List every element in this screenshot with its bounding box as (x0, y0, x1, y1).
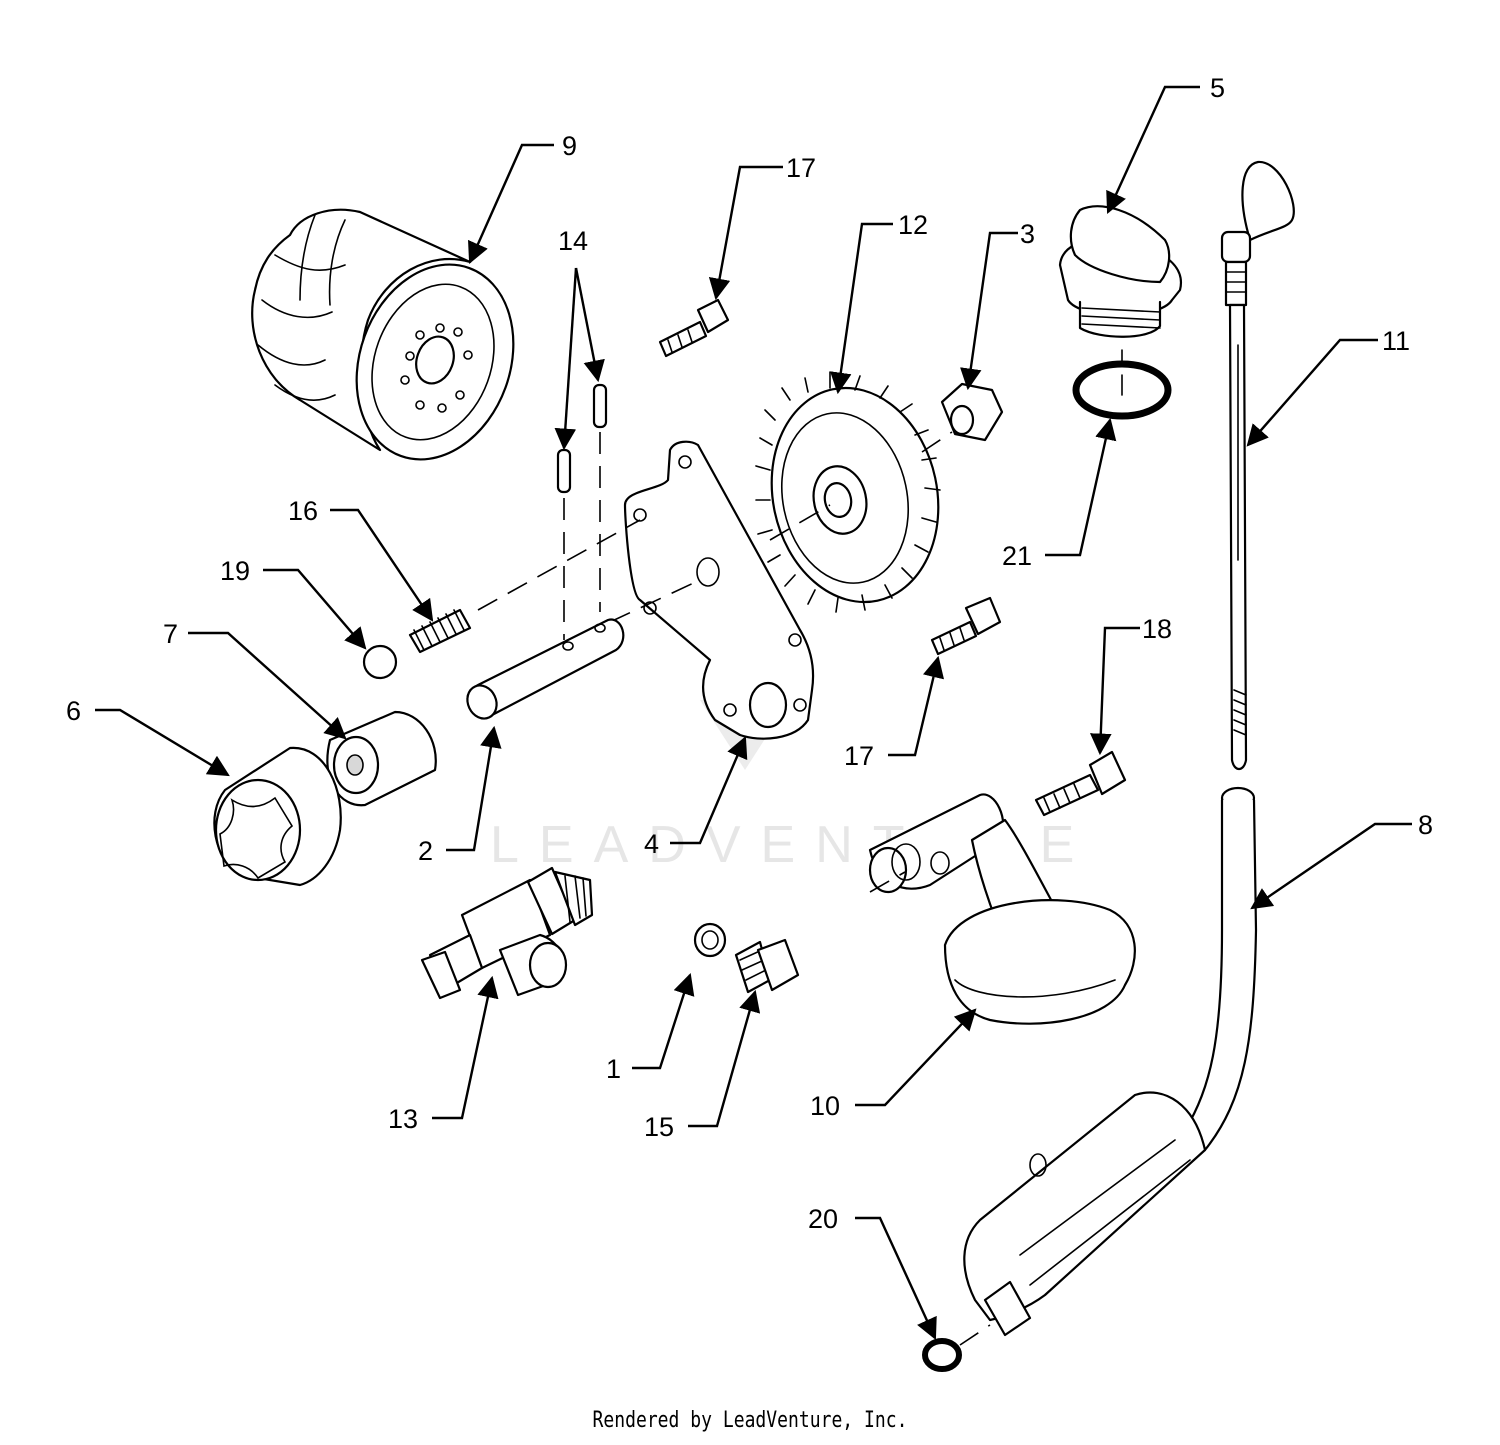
callout-2[interactable]: 2 (418, 836, 433, 866)
callout-17-upper[interactable]: 17 (786, 153, 816, 183)
part-bolt-lower[interactable] (930, 596, 1002, 656)
part-check-ball[interactable] (362, 644, 398, 680)
callout-12[interactable]: 12 (898, 210, 928, 240)
callout-20[interactable]: 20 (808, 1204, 838, 1234)
callout-14[interactable]: 14 (558, 226, 588, 256)
part-inner-rotor[interactable] (326, 710, 437, 807)
callout-6[interactable]: 6 (66, 696, 81, 726)
part-o-ring-cap[interactable] (1072, 360, 1172, 420)
callout-3[interactable]: 3 (1020, 219, 1035, 249)
callout-19[interactable]: 19 (220, 556, 250, 586)
part-pressure-fitting[interactable] (420, 866, 594, 1000)
part-pump-cover[interactable] (477, 440, 815, 740)
part-oil-filter[interactable] (251, 208, 539, 482)
callout-18[interactable]: 18 (1142, 614, 1172, 644)
part-outer-housing[interactable] (213, 746, 342, 887)
part-o-ring-tube[interactable] (922, 1324, 991, 1372)
part-dipstick[interactable] (1220, 160, 1295, 771)
callout-leaders (95, 85, 1412, 1340)
part-washer[interactable] (693, 922, 727, 958)
callout-16[interactable]: 16 (288, 496, 318, 526)
callout-15[interactable]: 15 (644, 1112, 674, 1142)
part-oil-fill-cap[interactable] (1058, 205, 1183, 366)
callout-7[interactable]: 7 (163, 619, 178, 649)
callout-9[interactable]: 9 (562, 131, 577, 161)
callout-8[interactable]: 8 (1418, 810, 1433, 840)
footer-credit: Rendered by LeadVenture, Inc. (592, 1408, 908, 1433)
part-pins[interactable] (556, 383, 608, 640)
callout-numbers: 1 2 3 4 5 6 7 8 9 10 11 12 13 14 15 16 1… (66, 73, 1433, 1234)
part-gear[interactable] (752, 371, 957, 618)
part-bolt-upper[interactable] (658, 298, 730, 358)
part-drain-plug[interactable] (734, 938, 800, 994)
callout-5[interactable]: 5 (1210, 73, 1225, 103)
callout-1[interactable]: 1 (606, 1054, 621, 1084)
callout-13[interactable]: 13 (388, 1104, 418, 1134)
part-nut[interactable] (921, 382, 1004, 453)
callout-11[interactable]: 11 (1382, 326, 1410, 356)
callout-10[interactable]: 10 (810, 1091, 840, 1121)
part-bolt-pickup[interactable] (1034, 750, 1127, 817)
callout-21[interactable]: 21 (1002, 541, 1032, 571)
callout-4[interactable]: 4 (644, 829, 659, 859)
part-oil-strainer[interactable] (868, 793, 1136, 1025)
part-spring[interactable] (408, 608, 472, 654)
part-dipstick-tube[interactable] (963, 786, 1258, 1337)
callout-17-lower[interactable]: 17 (844, 741, 874, 771)
part-pump-shaft[interactable] (462, 618, 625, 724)
